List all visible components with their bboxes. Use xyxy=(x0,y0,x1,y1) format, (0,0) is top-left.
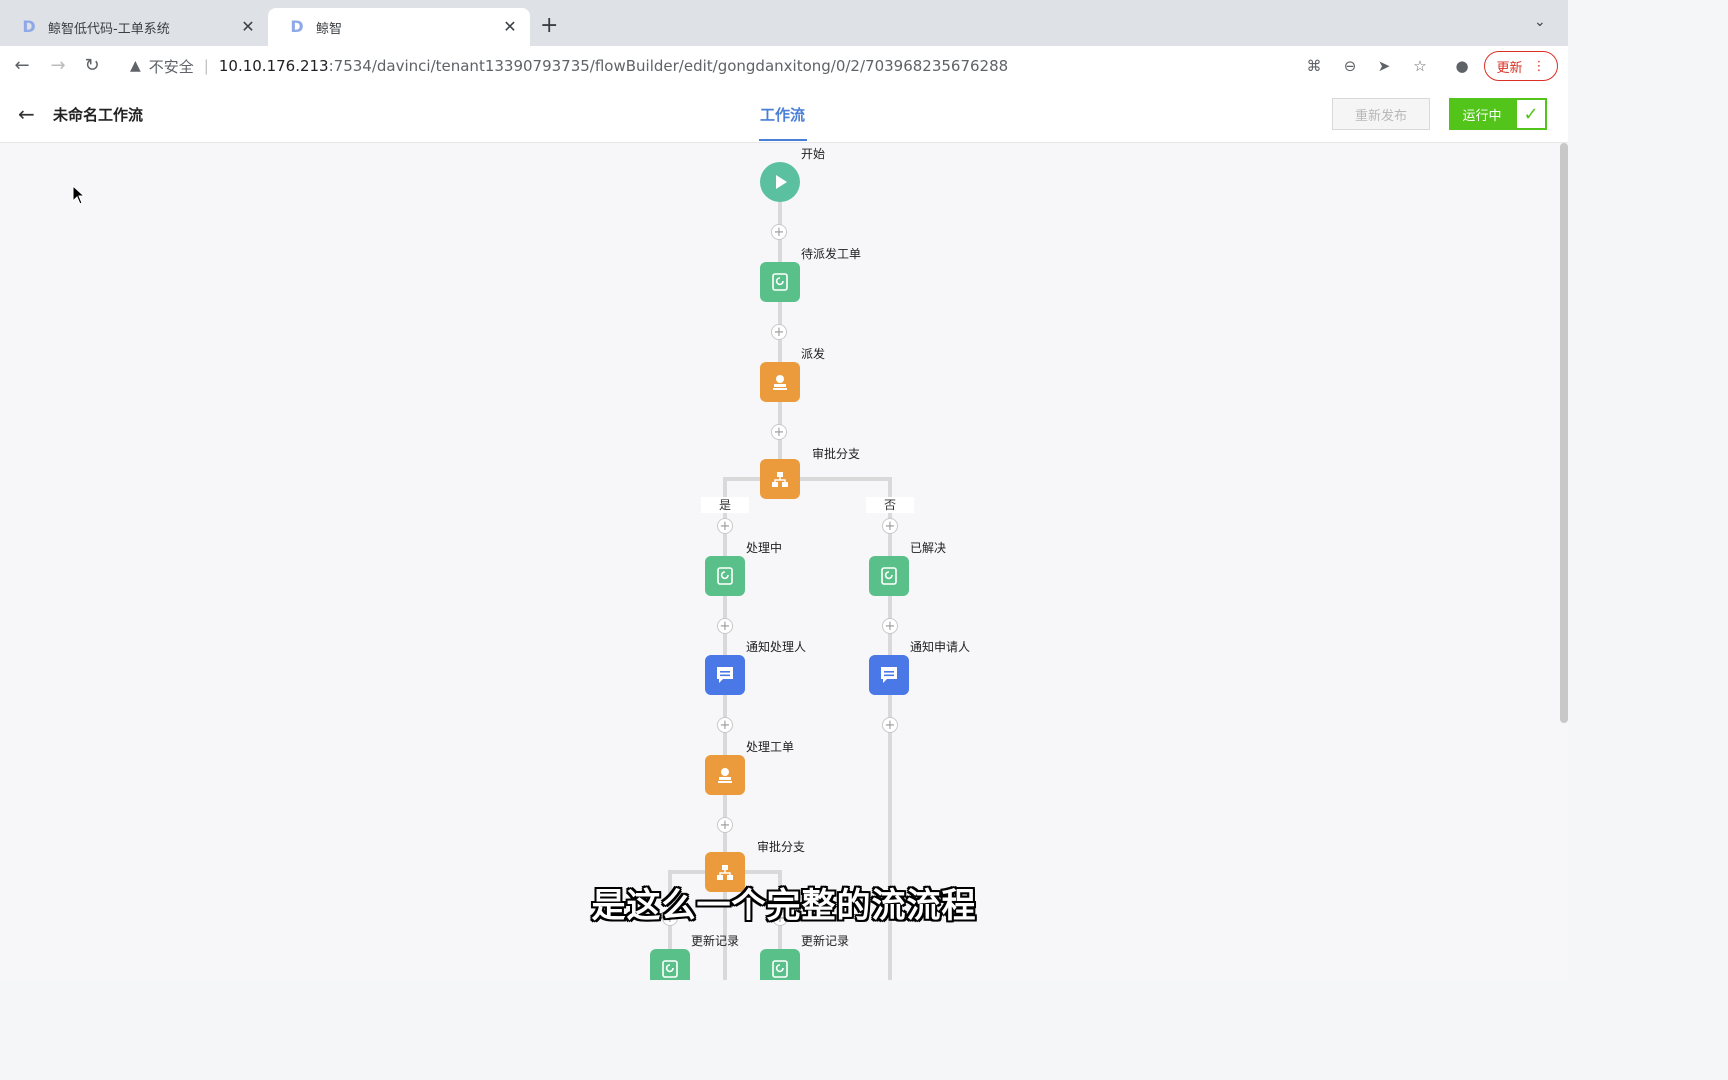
close-tab-icon[interactable]: ✕ xyxy=(503,17,517,36)
start-node[interactable] xyxy=(760,162,800,202)
add-node-button[interactable]: + xyxy=(882,618,898,634)
add-node-button[interactable]: + xyxy=(771,324,787,340)
reload-icon[interactable]: ↻ xyxy=(84,55,100,76)
add-node-button[interactable]: + xyxy=(771,424,787,440)
refresh-doc-icon xyxy=(717,567,733,585)
browser-tab-bar: D 鲸智低代码-工单系统 ✕ D 鲸智 ✕ + ⌄ xyxy=(0,0,1568,46)
close-tab-icon[interactable]: ✕ xyxy=(241,17,255,36)
more-menu-icon: ⋮ xyxy=(1532,58,1546,74)
refresh-doc-icon xyxy=(662,960,678,978)
app-header: ← 未命名工作流 工作流 重新发布 运行中 ✓ xyxy=(0,86,1568,143)
tab-search-icon[interactable]: ⌄ xyxy=(1534,14,1546,30)
url-path[interactable]: :7534/davinci/tenant13390793735/flowBuil… xyxy=(328,57,1009,75)
app-favicon-icon: D xyxy=(290,17,304,36)
refresh-doc-icon xyxy=(772,273,788,291)
add-node-button[interactable]: + xyxy=(771,224,787,240)
node-label: 通知处理人 xyxy=(746,640,807,654)
node-label: 审批分支 xyxy=(757,840,806,854)
add-node-button[interactable]: + xyxy=(717,817,733,833)
update-button[interactable]: 更新 ⋮ xyxy=(1484,51,1558,81)
add-node-button[interactable]: + xyxy=(882,518,898,534)
node-label: 待派发工单 xyxy=(801,247,862,261)
refresh-doc-icon xyxy=(772,960,788,978)
status-node[interactable] xyxy=(760,949,800,980)
node-label: 开始 xyxy=(801,147,826,161)
send-icon[interactable]: ➤ xyxy=(1377,57,1391,75)
branch-icon xyxy=(772,472,788,487)
separator: | xyxy=(203,57,209,75)
running-toggle[interactable]: 运行中 ✓ xyxy=(1449,98,1547,130)
tab-title: 鲸智 xyxy=(316,21,343,37)
refresh-doc-icon xyxy=(881,567,897,585)
status-node[interactable] xyxy=(760,262,800,302)
node-label: 已解决 xyxy=(910,541,947,555)
profile-icon[interactable]: ● xyxy=(1455,57,1469,75)
browser-tab-2[interactable]: D 鲸智 ✕ xyxy=(268,8,530,46)
translate-icon[interactable]: ⌘ xyxy=(1306,57,1322,75)
security-label[interactable]: 不安全 xyxy=(148,57,194,76)
check-icon: ✓ xyxy=(1517,100,1545,128)
status-node[interactable] xyxy=(650,949,690,980)
update-label: 更新 xyxy=(1496,60,1523,76)
approval-node[interactable] xyxy=(760,362,800,402)
node-label: 更新记录 xyxy=(801,934,850,948)
add-node-button[interactable]: + xyxy=(882,717,898,733)
connector-line xyxy=(778,201,782,481)
user-stamp-icon xyxy=(773,375,787,390)
notify-node[interactable] xyxy=(869,655,909,695)
status-node[interactable] xyxy=(869,556,909,596)
connector-line xyxy=(724,477,892,481)
canvas-scrollbar[interactable] xyxy=(1560,143,1568,723)
republish-button[interactable]: 重新发布 xyxy=(1332,98,1430,130)
add-node-button[interactable]: + xyxy=(717,518,733,534)
node-label: 通知申请人 xyxy=(910,640,971,654)
add-node-button[interactable]: + xyxy=(717,618,733,634)
app-favicon-icon: D xyxy=(22,17,36,36)
mouse-cursor-icon xyxy=(72,185,86,205)
status-node[interactable] xyxy=(705,556,745,596)
workflow-title[interactable]: 未命名工作流 xyxy=(53,106,144,124)
branch-label-yes[interactable]: 是 xyxy=(701,497,749,513)
back-arrow-icon[interactable]: ← xyxy=(18,102,35,126)
message-icon xyxy=(717,667,733,683)
url-host[interactable]: 10.10.176.213 xyxy=(218,57,329,75)
branch-node[interactable] xyxy=(760,459,800,499)
browser-tab-1[interactable]: D 鲸智低代码-工单系统 ✕ xyxy=(0,8,268,46)
node-label: 处理工单 xyxy=(746,740,795,754)
branch-label-no[interactable]: 否 xyxy=(866,497,914,513)
add-node-button[interactable]: + xyxy=(662,910,678,926)
tab-workflow[interactable]: 工作流 xyxy=(760,106,806,124)
flow-canvas[interactable]: 开始 + 待派发工单 + 派发 + 审批分支 是 否 + + 处理中 已解决 +… xyxy=(0,143,1568,980)
bookmark-star-icon[interactable]: ☆ xyxy=(1413,57,1427,75)
branch-node[interactable] xyxy=(705,852,745,892)
tab-title: 鲸智低代码-工单系统 xyxy=(48,21,170,37)
add-node-button[interactable]: + xyxy=(772,910,788,926)
node-label: 审批分支 xyxy=(812,447,861,461)
user-stamp-icon xyxy=(718,768,732,783)
forward-icon[interactable]: → xyxy=(50,55,66,76)
play-icon xyxy=(776,175,787,189)
new-tab-button[interactable]: + xyxy=(540,13,559,38)
back-icon[interactable]: ← xyxy=(14,55,30,76)
zoom-icon[interactable]: ⊖ xyxy=(1343,57,1357,75)
node-label: 更新记录 xyxy=(691,934,740,948)
address-bar[interactable]: ▲ 不安全 | 10.10.176.213:7534/davinci/tenan… xyxy=(116,50,1442,82)
running-label: 运行中 xyxy=(1462,108,1502,124)
browser-toolbar: ← → ↻ ▲ 不安全 | 10.10.176.213:7534/davinci… xyxy=(0,46,1568,87)
node-label: 派发 xyxy=(801,347,826,361)
warning-icon[interactable]: ▲ xyxy=(130,58,141,74)
approval-node[interactable] xyxy=(705,755,745,795)
active-tab-indicator xyxy=(759,139,807,141)
node-label: 处理中 xyxy=(746,541,783,555)
message-icon xyxy=(881,667,897,683)
video-subtitle: 是这么一个完整的流流程 xyxy=(591,886,977,926)
notify-node[interactable] xyxy=(705,655,745,695)
add-node-button[interactable]: + xyxy=(717,717,733,733)
branch-icon xyxy=(717,865,733,880)
